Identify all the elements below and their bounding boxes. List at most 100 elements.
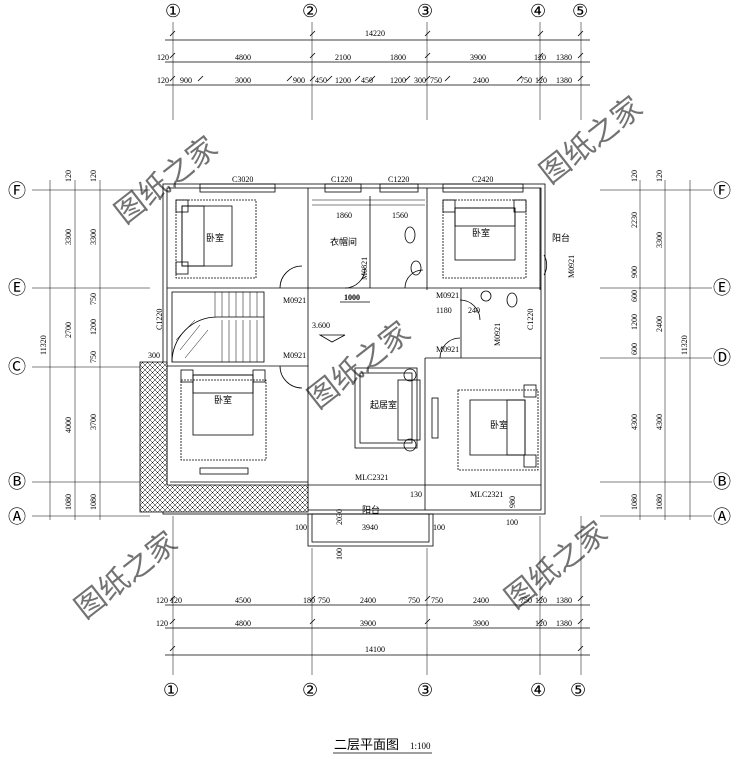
window-labels: C3020 C1220 C1220 C2420 C1220 C1220 MLC2…: [155, 175, 535, 499]
svg-text:750: 750: [431, 596, 443, 605]
svg-text:11320: 11320: [680, 335, 689, 355]
axis-row-b-left: Ⓑ: [8, 472, 26, 492]
svg-text:1200: 1200: [390, 76, 406, 85]
svg-text:1180: 1180: [436, 306, 452, 315]
bedroom-label-3: 卧室: [214, 394, 232, 405]
living-label: 起居室: [370, 399, 397, 410]
svg-text:3300: 3300: [89, 229, 98, 245]
axis-col-1-top: ①: [165, 1, 181, 21]
svg-text:130: 130: [410, 490, 422, 499]
svg-text:4800: 4800: [235, 53, 251, 62]
axis-row-f-left: Ⓕ: [8, 181, 26, 201]
svg-text:M0921: M0921: [567, 255, 576, 278]
bedroom-label-2: 卧室: [472, 227, 490, 238]
svg-text:120: 120: [64, 170, 73, 182]
svg-text:C1220: C1220: [155, 309, 164, 330]
svg-text:1800: 1800: [390, 53, 406, 62]
svg-text:2030: 2030: [335, 509, 344, 525]
watermark-3: 图纸之家: [302, 316, 417, 416]
closet-label: 衣帽间: [330, 236, 357, 247]
svg-text:3900: 3900: [470, 53, 486, 62]
svg-text:120: 120: [89, 170, 98, 182]
svg-text:4800: 4800: [235, 619, 251, 628]
svg-text:1080: 1080: [655, 494, 664, 510]
svg-text:900: 900: [630, 266, 639, 278]
svg-text:750: 750: [430, 76, 442, 85]
svg-text:120: 120: [156, 596, 168, 605]
inner-dimensions: 1860 1560 1000 1180 240 3.600 300 3940 2…: [148, 211, 518, 560]
watermark-1: 图纸之家: [109, 131, 224, 231]
svg-text:4300: 4300: [655, 414, 664, 430]
svg-text:C1220: C1220: [331, 175, 352, 184]
svg-text:3.600: 3.600: [312, 321, 330, 330]
bedroom-label-4: 卧室: [490, 419, 508, 430]
svg-text:120: 120: [535, 76, 547, 85]
svg-text:M0921: M0921: [436, 291, 459, 300]
svg-text:750: 750: [520, 76, 532, 85]
axis-row-a-left: Ⓐ: [8, 507, 26, 527]
svg-text:2230: 2230: [630, 212, 639, 228]
bed-top-left: [175, 199, 257, 279]
svg-text:C2420: C2420: [472, 175, 493, 184]
svg-text:750: 750: [318, 596, 330, 605]
svg-text:4000: 4000: [64, 417, 73, 433]
axis-row-b-right: Ⓑ: [713, 472, 731, 492]
axis-col-3-top: ③: [417, 1, 433, 21]
svg-text:C1220: C1220: [526, 309, 535, 330]
axis-col-1-bottom: ①: [163, 680, 179, 700]
svg-text:11320: 11320: [39, 335, 48, 355]
svg-text:3900: 3900: [473, 619, 489, 628]
drawing-title: 二层平面图 1:100: [333, 737, 432, 754]
svg-text:1560: 1560: [392, 211, 408, 220]
svg-text:M0921: M0921: [436, 345, 459, 354]
svg-text:4500: 4500: [235, 596, 251, 605]
staircase: [171, 291, 265, 363]
svg-text:120: 120: [534, 53, 546, 62]
svg-text:1380: 1380: [556, 596, 572, 605]
svg-text:2400: 2400: [360, 596, 376, 605]
svg-text:980: 980: [508, 496, 517, 508]
svg-text:1080: 1080: [89, 494, 98, 510]
axis-row-c-left: Ⓒ: [8, 357, 26, 377]
svg-text:100: 100: [506, 518, 518, 527]
top-total-dim: 14220: [365, 29, 385, 38]
svg-text:1200: 1200: [89, 319, 98, 335]
hatched-balcony-left: [139, 361, 309, 513]
bathroom-fixtures: [404, 226, 518, 308]
axis-col-4-top: ④: [530, 1, 546, 21]
svg-text:1380: 1380: [556, 53, 572, 62]
balcony-label-bottom: 阳台: [362, 504, 380, 515]
svg-text:450: 450: [361, 76, 373, 85]
svg-text:120: 120: [157, 53, 169, 62]
svg-text:MLC2321: MLC2321: [355, 473, 388, 482]
svg-text:100: 100: [335, 548, 344, 560]
svg-text:750: 750: [408, 596, 420, 605]
bed-middle-left: [180, 369, 267, 475]
svg-text:3940: 3940: [362, 523, 378, 532]
svg-text:1200: 1200: [335, 76, 351, 85]
bed-top-right: [442, 199, 527, 279]
axis-col-2-top: ②: [302, 1, 318, 21]
svg-text:300: 300: [414, 76, 426, 85]
axis-col-5-top: ⑤: [572, 1, 588, 21]
svg-text:1380: 1380: [556, 76, 572, 85]
top-dimensions: 14220 120 4800 2100 1800 3900 120 1380 1…: [157, 29, 590, 86]
svg-text:1080: 1080: [64, 494, 73, 510]
svg-text:120: 120: [535, 619, 547, 628]
room-labels: 卧室 卧室 卧室 卧室 衣帽间 阳台 阳台 起居室: [206, 227, 570, 515]
svg-text:C3020: C3020: [232, 175, 253, 184]
svg-text:M0821: M0821: [360, 257, 369, 280]
svg-text:1380: 1380: [556, 619, 572, 628]
svg-text:750: 750: [89, 351, 98, 363]
svg-text:1200: 1200: [630, 314, 639, 330]
axis-row-f-right: Ⓕ: [713, 181, 731, 201]
svg-text:120: 120: [630, 170, 639, 182]
svg-text:2700: 2700: [64, 322, 73, 338]
svg-text:750: 750: [89, 293, 98, 305]
svg-text:750: 750: [520, 596, 532, 605]
axis-col-2-bottom: ②: [302, 680, 318, 700]
closet-shelves: [312, 199, 425, 206]
svg-text:1000: 1000: [344, 293, 360, 302]
svg-text:120: 120: [535, 596, 547, 605]
